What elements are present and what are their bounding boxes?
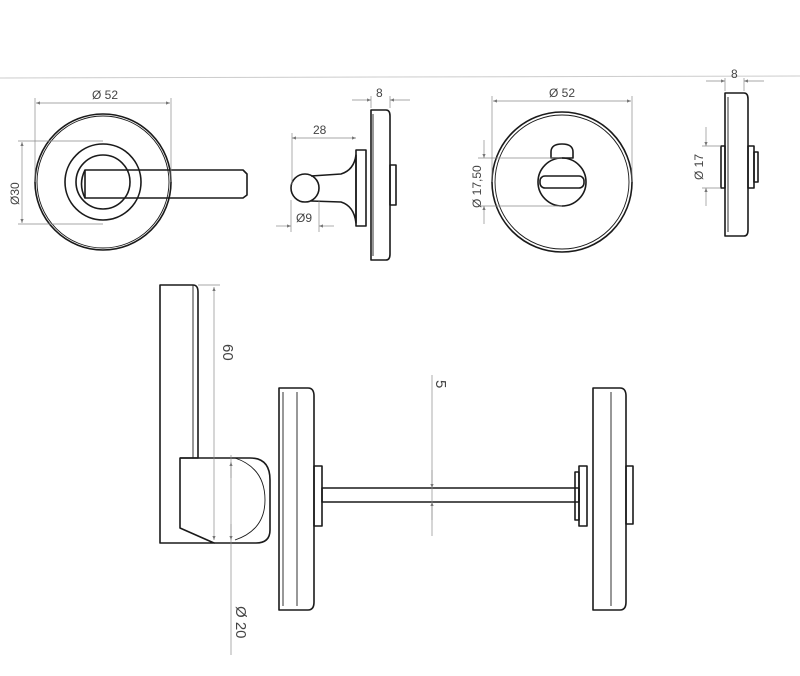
view-assembly: 60 Ø 20 5 bbox=[159, 284, 634, 655]
dim-lever-length: 28 bbox=[313, 123, 327, 137]
dim-lever-height: 60 bbox=[219, 344, 236, 361]
view-turn-side: 8 Ø 17 bbox=[692, 67, 764, 237]
dim-side-thickness-left: 8 bbox=[376, 86, 383, 100]
dim-side-diameter-right: Ø 17 bbox=[692, 154, 706, 180]
dim-lever-diameter: Ø9 bbox=[296, 211, 312, 225]
separator-line bbox=[0, 75, 800, 79]
dim-rose-diameter-left: Ø 52 bbox=[92, 88, 118, 102]
dim-turn-diameter: Ø 17,50 bbox=[470, 165, 484, 208]
view-turn-front: Ø 52 Ø 17,50 bbox=[470, 86, 633, 253]
dim-spindle-size: 5 bbox=[432, 380, 449, 388]
view-lever-front: Ø 52 Ø30 bbox=[8, 88, 248, 251]
dim-inner-diameter-left: Ø30 bbox=[8, 182, 22, 205]
dim-side-thickness-right: 8 bbox=[731, 67, 738, 81]
dim-neck-diameter: Ø 20 bbox=[232, 606, 249, 639]
dim-rose-diameter-right: Ø 52 bbox=[549, 86, 575, 100]
view-lever-side: 8 28 Ø9 bbox=[276, 86, 410, 261]
